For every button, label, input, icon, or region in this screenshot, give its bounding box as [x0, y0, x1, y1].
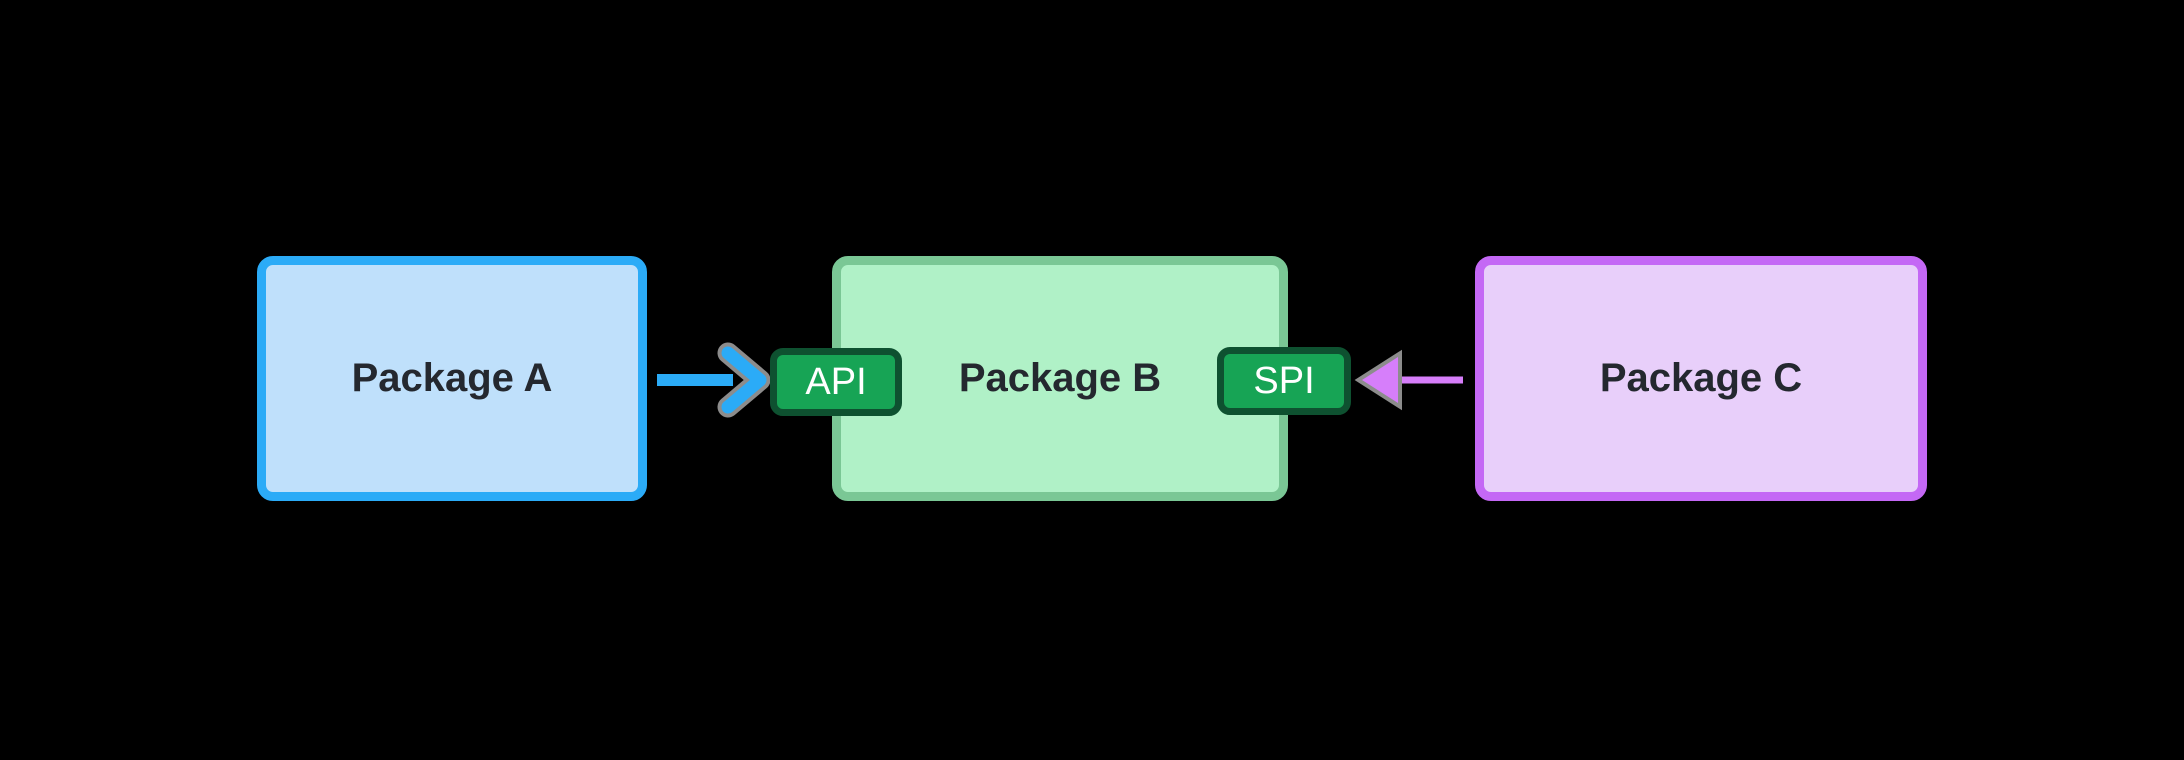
- api-badge: API: [770, 348, 902, 416]
- spi-badge: SPI: [1217, 347, 1351, 415]
- arrow-left-icon: [1354, 349, 1463, 411]
- node-package-a: Package A: [257, 256, 647, 501]
- node-package-b-label: Package B: [958, 356, 1162, 400]
- node-package-c: Package C: [1475, 256, 1927, 501]
- node-package-a-label: Package A: [351, 356, 553, 400]
- spi-badge-label: SPI: [1253, 359, 1315, 402]
- arrow-right-icon: [657, 342, 771, 418]
- node-package-b: Package B: [832, 256, 1288, 501]
- node-package-c-label: Package C: [1599, 356, 1803, 400]
- api-badge-label: API: [805, 360, 867, 403]
